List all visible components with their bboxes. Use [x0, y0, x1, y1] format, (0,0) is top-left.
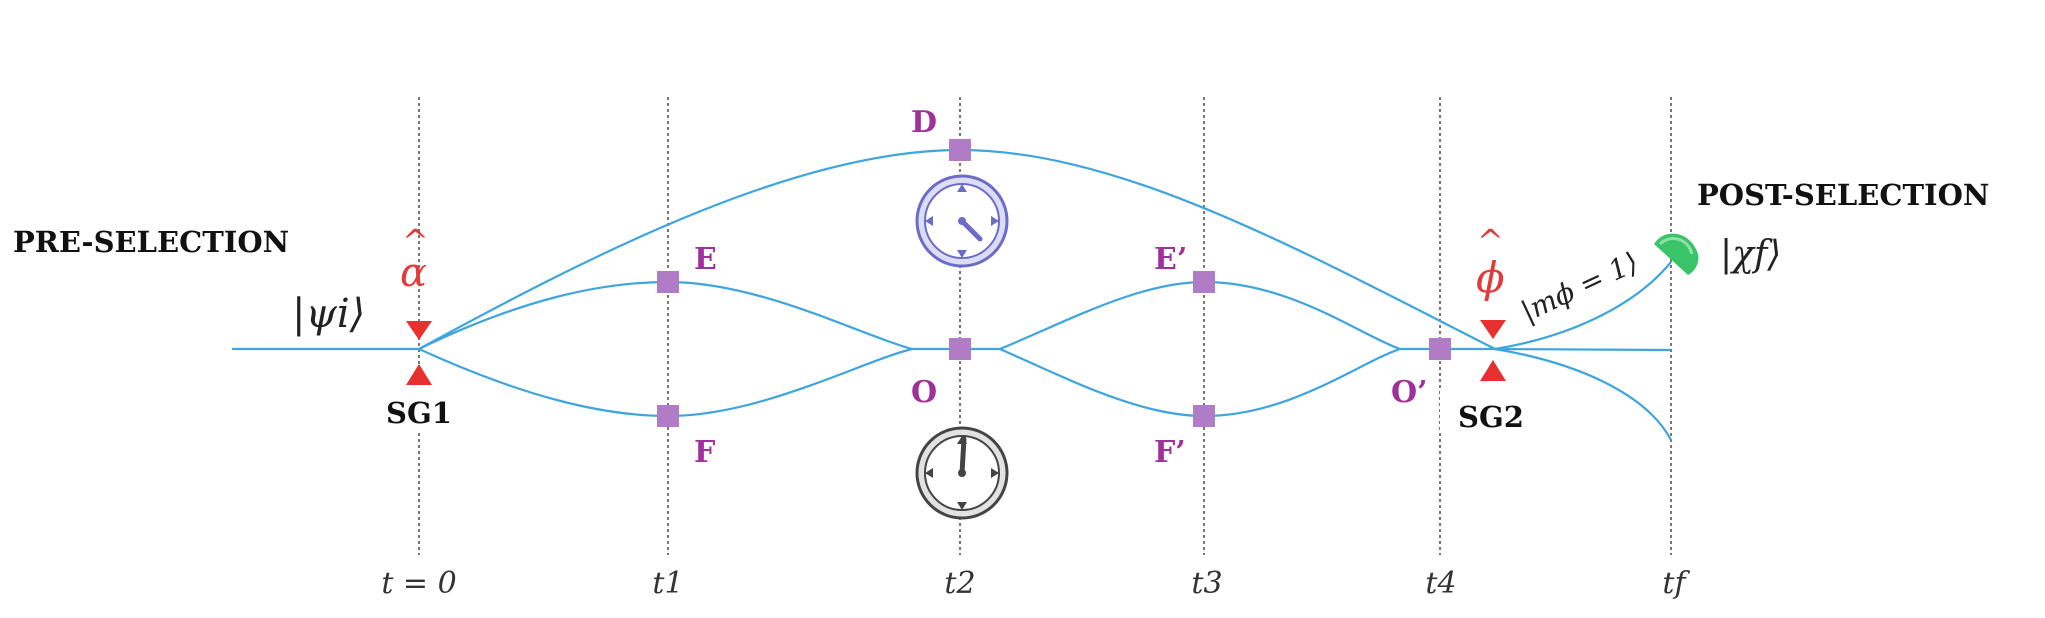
time-label-t2: t2	[944, 566, 975, 601]
phi-hat: ^	[1477, 222, 1504, 260]
clock-icon-top	[915, 174, 1009, 268]
node-O-prime	[1429, 338, 1451, 360]
pre-selection-label: PRE-SELECTION	[13, 225, 289, 259]
label-E: E	[694, 242, 717, 277]
sg1-label: SG1	[386, 396, 452, 430]
beam-out-up	[1494, 261, 1672, 351]
label-O: O	[911, 375, 937, 410]
node-D	[949, 139, 971, 161]
node-E	[657, 271, 679, 293]
label-D: D	[911, 105, 937, 140]
time-label-t4: t4	[1425, 566, 1456, 601]
initial-state: |ψi⟩	[292, 291, 365, 337]
beam-out-middle	[1494, 347, 1672, 352]
time-label-t1: t1	[652, 566, 683, 601]
phi-operator: ϕ	[1476, 253, 1505, 302]
label-O-prime: O’	[1391, 375, 1428, 410]
label-F: F	[694, 435, 715, 470]
node-E-prime	[1193, 271, 1215, 293]
node-F	[657, 405, 679, 427]
sg2-label: SG2	[1458, 400, 1524, 434]
beam-out-down	[1494, 347, 1672, 441]
time-label-t3: t3	[1191, 566, 1222, 601]
node-F-prime	[1193, 405, 1215, 427]
node-O	[949, 338, 971, 360]
final-state: |χf⟩	[1720, 234, 1781, 275]
post-selection-label: POST-SELECTION	[1697, 178, 1989, 212]
time-label-tf: tf	[1662, 566, 1690, 601]
clock-icon-bottom	[915, 426, 1009, 520]
time-lines	[418, 97, 1672, 555]
nodes	[657, 139, 1451, 427]
sg2-magnet-icon	[1480, 320, 1506, 381]
alpha-operator: α	[400, 250, 427, 296]
sg1-magnet-icon	[406, 321, 432, 385]
time-labels: t = 0 t1 t2 t3 t4 tf	[381, 566, 1690, 601]
label-F-prime: F’	[1154, 435, 1186, 470]
alpha-hat: ^	[402, 222, 429, 260]
pointer-state: |mϕ = 1⟩	[1516, 246, 1643, 329]
time-label-t0: t = 0	[381, 566, 456, 601]
detector-icon	[1654, 233, 1699, 275]
label-E-prime: E’	[1154, 242, 1187, 277]
